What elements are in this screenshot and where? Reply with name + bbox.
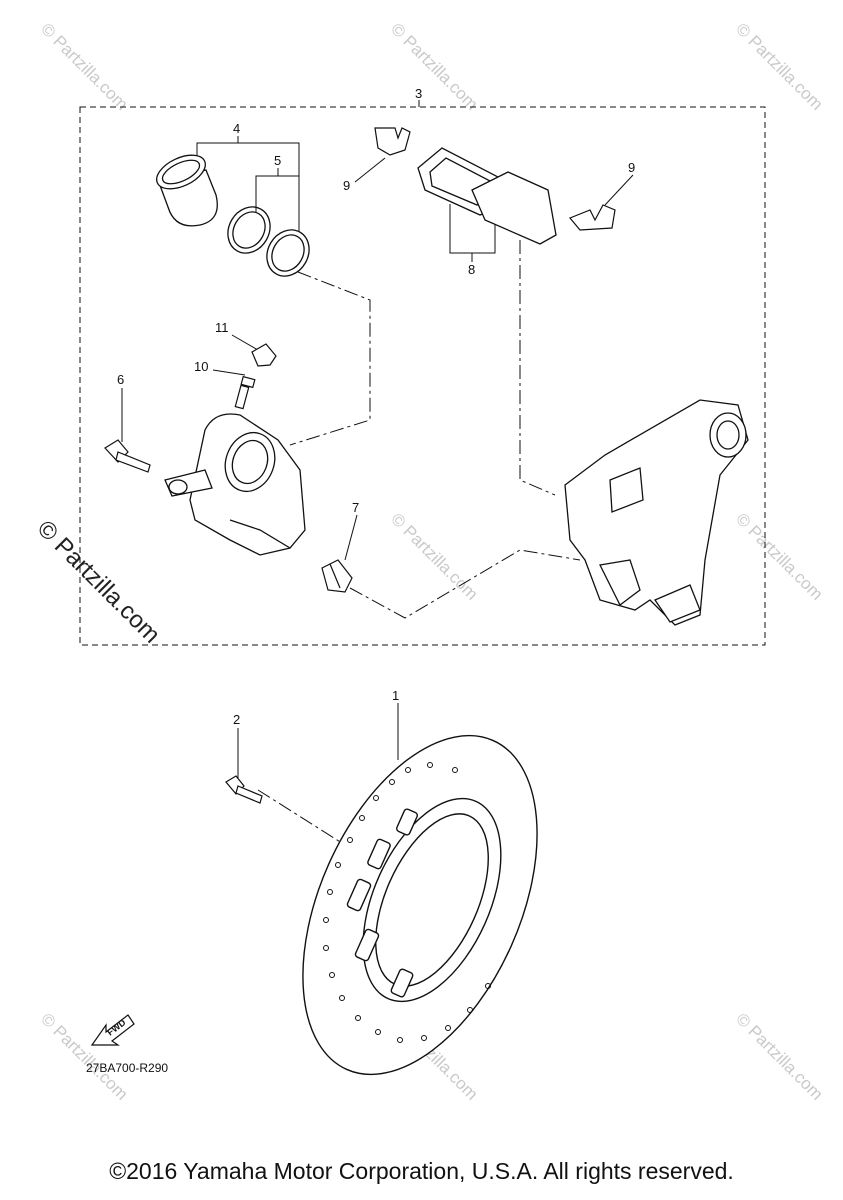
piston-seal-part	[227, 206, 310, 277]
copyright-notice: ©2016 Yamaha Motor Corporation, U.S.A. A…	[109, 1158, 734, 1184]
caliper-assembly-box	[79, 106, 766, 646]
watermark: © Partzilla.com	[387, 509, 481, 603]
disc-bolt-part	[225, 775, 263, 804]
bleed-cap-part	[251, 343, 277, 367]
callout-9-left: 9	[343, 178, 350, 193]
watermark: © Partzilla.com	[732, 19, 826, 113]
watermark: © Partzilla.com	[37, 19, 131, 113]
watermark: © Partzilla.com	[732, 1009, 826, 1103]
watermark-large: © Partzilla.com	[32, 515, 165, 648]
callout-5: 5	[274, 153, 281, 168]
callout-6: 6	[117, 372, 124, 387]
callout-7: 7	[352, 500, 359, 515]
caliper-body-part	[164, 413, 306, 556]
diagram-code: 27BA700-R290	[86, 1061, 168, 1075]
caliper-bracket-part	[564, 399, 749, 626]
brake-disc-holes	[323, 762, 491, 1043]
brake-pad-part	[417, 147, 557, 245]
callout-2: 2	[233, 712, 240, 727]
callout-11: 11	[215, 320, 229, 335]
watermark: © Partzilla.com	[387, 19, 481, 113]
brake-disc-part	[302, 734, 538, 1076]
callout-4: 4	[233, 121, 240, 136]
callout-3: 3	[415, 86, 422, 101]
caliper-bolt-part	[104, 439, 151, 473]
callout-8: 8	[468, 262, 475, 277]
fwd-arrow-icon	[90, 1014, 135, 1046]
pad-spring-part	[374, 127, 616, 231]
bleed-screw-part	[234, 375, 256, 410]
piston-part	[156, 154, 218, 227]
boot-part	[321, 559, 353, 593]
callout-1: 1	[392, 688, 399, 703]
callout-9-right: 9	[628, 160, 635, 175]
watermark: © Partzilla.com	[732, 509, 826, 603]
callout-10: 10	[194, 359, 208, 374]
